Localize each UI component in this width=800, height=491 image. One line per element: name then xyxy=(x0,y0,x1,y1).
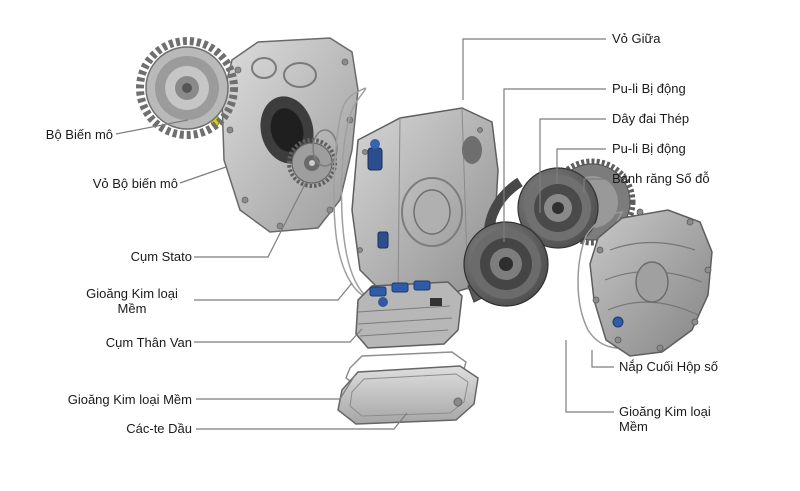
upper-pulley-shape xyxy=(517,167,599,249)
oil-pan-shape xyxy=(337,365,479,425)
label-oil-pan: Các-te Dầu xyxy=(126,421,192,436)
valve-body-shape xyxy=(355,280,463,349)
label-soft-metal-gasket-right: Gioăng Kim loại Mềm xyxy=(619,404,711,434)
label-driven-pulley-1: Pu-li Bị động xyxy=(612,81,686,96)
label-stator-assembly: Cụm Stato xyxy=(130,249,192,264)
middle-housing-shape xyxy=(351,107,499,301)
label-parking-gear: Bánh răng Số đỗ xyxy=(612,171,710,186)
label-valve-body: Cụm Thân Van xyxy=(105,335,192,350)
label-soft-metal-gasket-left: Gioăng Kim loại Mềm xyxy=(86,286,178,316)
label-middle-housing: Vỏ Giữa xyxy=(612,31,661,46)
torque-converter-shape xyxy=(136,37,238,139)
label-torque-converter: Bộ Biến mô xyxy=(45,127,113,142)
lower-pulley-shape xyxy=(463,221,549,307)
label-driven-pulley-2: Pu-li Bị động xyxy=(612,141,686,156)
label-soft-metal-gasket-bottom: Gioăng Kim loại Mềm xyxy=(67,392,192,407)
leader-lines xyxy=(115,38,614,430)
end-cover-shape xyxy=(589,208,713,357)
label-steel-belt: Dây đai Thép xyxy=(612,111,690,126)
label-end-cover: Nắp Cuối Hộp số xyxy=(619,359,718,374)
label-converter-housing: Vỏ Bộ biến mô xyxy=(92,176,178,191)
